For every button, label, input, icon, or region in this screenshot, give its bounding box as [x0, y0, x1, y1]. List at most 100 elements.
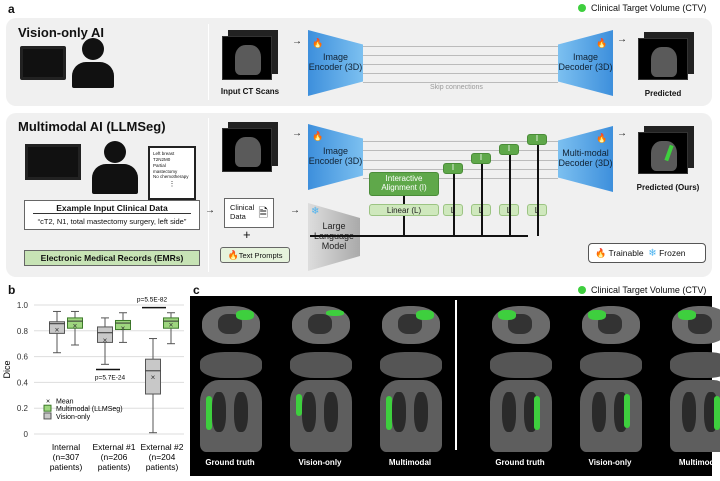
- plus-sign: +: [243, 227, 251, 242]
- x-tick-label: patients): [146, 462, 179, 472]
- lung-region: [302, 392, 316, 432]
- flame-icon: 🔥: [312, 38, 324, 48]
- connector-line: [453, 174, 455, 236]
- y-tick-label: 0.8: [17, 327, 29, 336]
- predicted-ours-label: Predicted (Ours): [636, 183, 700, 192]
- x-tick-label: External #1: [93, 442, 136, 452]
- arrow-icon: →: [617, 34, 627, 45]
- x-tick-label: patients): [50, 462, 83, 472]
- clinical-data-box: Clinical Data🗎: [224, 198, 274, 228]
- lung-region: [682, 392, 696, 432]
- monitor-icon: [25, 144, 81, 180]
- legend-swatch: [43, 412, 52, 420]
- input-ct-cube: [222, 128, 272, 172]
- sagittal-ct-slice: [200, 352, 262, 378]
- x-tick-label: External #2: [141, 442, 184, 452]
- ctv-dot-icon: [578, 286, 586, 294]
- ctv-contour: [534, 396, 540, 430]
- box: [49, 321, 65, 334]
- ctv-contour: [624, 394, 630, 428]
- skip-connection: [363, 178, 558, 179]
- panel-label-c: c: [193, 283, 200, 297]
- ctv-contour: [296, 394, 302, 416]
- ctv-contour: [588, 310, 606, 320]
- vision-only-title: Vision-only AI: [18, 25, 104, 40]
- sagittal-ct-slice: [580, 352, 642, 378]
- x-tick-label: patients): [98, 462, 131, 472]
- monitor-icon: [20, 46, 66, 80]
- y-tick-label: 0: [24, 430, 29, 439]
- ctv-dot-icon: [578, 4, 586, 12]
- predicted-cube: [638, 38, 688, 80]
- arrow-icon: →: [290, 205, 300, 216]
- legend-mean-marker: ×: [46, 398, 50, 405]
- skip-connection: [363, 141, 558, 142]
- lung-region: [212, 392, 226, 432]
- sagittal-ct-slice: [380, 352, 442, 378]
- legend-label: Multimodal (LLMSeg): [56, 406, 123, 413]
- skip-connection: [363, 64, 558, 65]
- doctor-body-icon: [72, 62, 114, 88]
- input-ct-label: Input CT Scans: [220, 87, 280, 96]
- skip-connection: [363, 82, 558, 83]
- trainable-frozen-legend: 🔥 Trainable ❄ Frozen: [588, 243, 706, 263]
- snowflake-icon: ❄: [311, 206, 320, 217]
- lung-region: [508, 314, 532, 334]
- ctv-contour: [236, 310, 254, 320]
- lung-region: [688, 314, 712, 334]
- mean-marker: ×: [169, 320, 174, 329]
- connector-line: [403, 196, 405, 204]
- ctv-legend: Clinical Target Volume (CTV): [578, 3, 706, 13]
- sagittal-ct-slice: [670, 352, 720, 378]
- sagittal-ct-slice: [290, 352, 352, 378]
- box: [97, 326, 113, 343]
- divider: [208, 24, 209, 100]
- lung-region: [234, 392, 248, 432]
- predicted-ours-cube: [638, 132, 688, 174]
- ctv-contour: [326, 310, 344, 316]
- mean-marker: ×: [55, 326, 60, 335]
- example-title: Example Input Clinical Data: [33, 203, 191, 214]
- example-clinical-data-box: Example Input Clinical Data “cT2, N1, to…: [24, 200, 200, 230]
- arrow-icon: →: [292, 128, 302, 139]
- input-ct-cube: [222, 36, 272, 80]
- predicted-label: Predicted: [644, 89, 682, 98]
- column-label: Vision-only: [588, 458, 632, 467]
- lung-region: [398, 314, 422, 334]
- connector-line: [509, 155, 511, 236]
- legend-swatch: [43, 404, 52, 412]
- doctor-icon: [82, 38, 104, 60]
- coronal-ct-slice: [290, 380, 352, 452]
- x-tick-label: Internal: [52, 442, 80, 452]
- y-tick-label: 0.6: [17, 353, 29, 362]
- alignment-i-box: I: [499, 144, 519, 155]
- lung-region: [502, 392, 516, 432]
- skip-connection: [363, 150, 558, 151]
- y-axis-label: Dice: [2, 360, 12, 378]
- ctv-legend-label: Clinical Target Volume (CTV): [591, 3, 707, 13]
- connector-line: [481, 164, 483, 236]
- mean-marker: ×: [151, 373, 156, 382]
- coronal-ct-slice: [490, 380, 552, 452]
- y-tick-label: 0.2: [17, 404, 29, 413]
- panel-label-b: b: [8, 283, 16, 297]
- p-value-label: p=5.5E-82: [137, 297, 168, 304]
- text-prompts-box: 🔥Text Prompts: [220, 247, 290, 263]
- lung-region: [218, 314, 242, 334]
- alignment-i-box: I: [471, 153, 491, 164]
- flame-icon: 🔥: [312, 131, 324, 141]
- x-tick-label: (n=204: [149, 452, 176, 462]
- skip-connection: [363, 55, 558, 56]
- column-label: Multimodal: [388, 458, 432, 467]
- mean-marker: ×: [103, 336, 108, 345]
- y-tick-label: 1.0: [17, 301, 29, 310]
- lung-region: [592, 392, 606, 432]
- column-label: Ground truth: [205, 458, 255, 467]
- document-icon: 🗎: [258, 206, 268, 220]
- lung-region: [324, 392, 338, 432]
- skip-connection: [363, 160, 558, 161]
- legend-label: Vision-only: [56, 414, 91, 421]
- ctv-contour: [498, 310, 516, 320]
